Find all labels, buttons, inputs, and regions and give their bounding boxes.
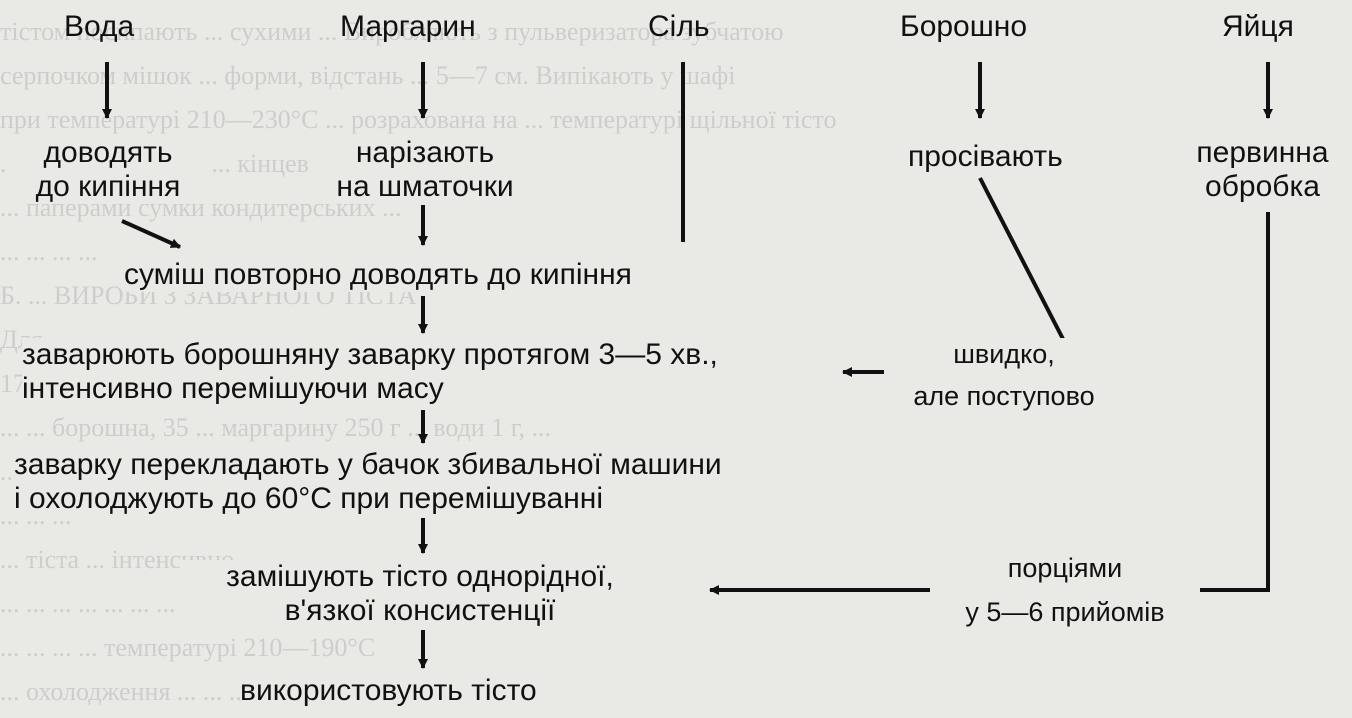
step-transfer-cool: заварку перекладають у бачок збивальної …	[14, 448, 722, 516]
step-brew-line-2: інтенсивно перемішуючи масу	[22, 372, 444, 405]
background-text-line: ... ... ... ...	[0, 237, 98, 266]
step-water-boil: доводять до кипіння	[8, 136, 208, 204]
ingredient-salt: Сіль	[648, 10, 710, 43]
step-margarine-cut: нарізають на шматочки	[310, 136, 540, 204]
background-text-line: ... ... ... ... температурі 210—190°С	[0, 633, 376, 662]
step-use: використовують тісто	[240, 674, 537, 708]
annotation-eggs-addition: порціями у 5—6 прийомів	[930, 552, 1200, 628]
step-margarine-cut-line-2: на шматочки	[336, 170, 514, 203]
annotation-flour-addition-line-2: але поступово	[913, 381, 1095, 411]
step-brew: заварюють борошняну заварку протягом 3—5…	[22, 338, 718, 406]
step-mixture-reboil: суміш повторно доводять до кипіння	[124, 258, 632, 292]
step-eggs-process-line-1: первинна	[1196, 136, 1329, 169]
annotation-eggs-addition-line-2: у 5—6 прийомів	[965, 597, 1165, 627]
background-text-line: ... ... борошна, 35 ... маргарину 250 г …	[0, 413, 551, 442]
step-transfer-cool-line-1: заварку перекладають у бачок збивальної …	[14, 448, 722, 481]
ingredient-eggs: Яйця	[1222, 10, 1294, 43]
arrow-water-to-mixture	[121, 219, 181, 249]
background-text-line: ... охолодження ... ... ...	[0, 677, 249, 706]
step-water-boil-line-2: до кипіння	[35, 170, 181, 203]
step-brew-line-1: заварюють борошняну заварку протягом 3—5…	[22, 338, 718, 371]
background-text-line: ... ... ... ... ... ... ...	[0, 589, 176, 618]
background-text-line: тістом посипають ... сухими ... Виробляю…	[0, 17, 784, 46]
step-flour-sift: просівають	[908, 140, 1063, 174]
background-text-line: серпочком мішок ... форми, відстань ... …	[0, 61, 736, 90]
ingredient-flour: Борошно	[900, 10, 1028, 43]
ingredient-water: Вода	[64, 10, 135, 43]
annotation-flour-addition-line-1: швидко,	[953, 339, 1055, 369]
step-knead: замішують тісто однорідної, в'язкої конс…	[180, 560, 660, 628]
annotation-eggs-addition-line-1: порціями	[1007, 553, 1123, 583]
step-eggs-process-line-2: обробка	[1205, 170, 1320, 203]
step-margarine-cut-line-1: нарізають	[355, 136, 495, 169]
line-eggs-to-knead	[709, 212, 1270, 595]
step-transfer-cool-line-2: і охолоджують до 60°С при перемішуванні	[14, 482, 604, 515]
step-knead-line-1: замішують тісто однорідної,	[226, 560, 614, 593]
step-water-boil-line-1: доводять	[43, 136, 173, 169]
step-knead-line-2: в'язкої консистенції	[284, 594, 556, 627]
annotation-flour-addition: швидко, але поступово	[884, 338, 1124, 412]
step-eggs-process: первинна обробка	[1180, 136, 1345, 204]
ingredient-margarine: Маргарин	[340, 10, 476, 43]
